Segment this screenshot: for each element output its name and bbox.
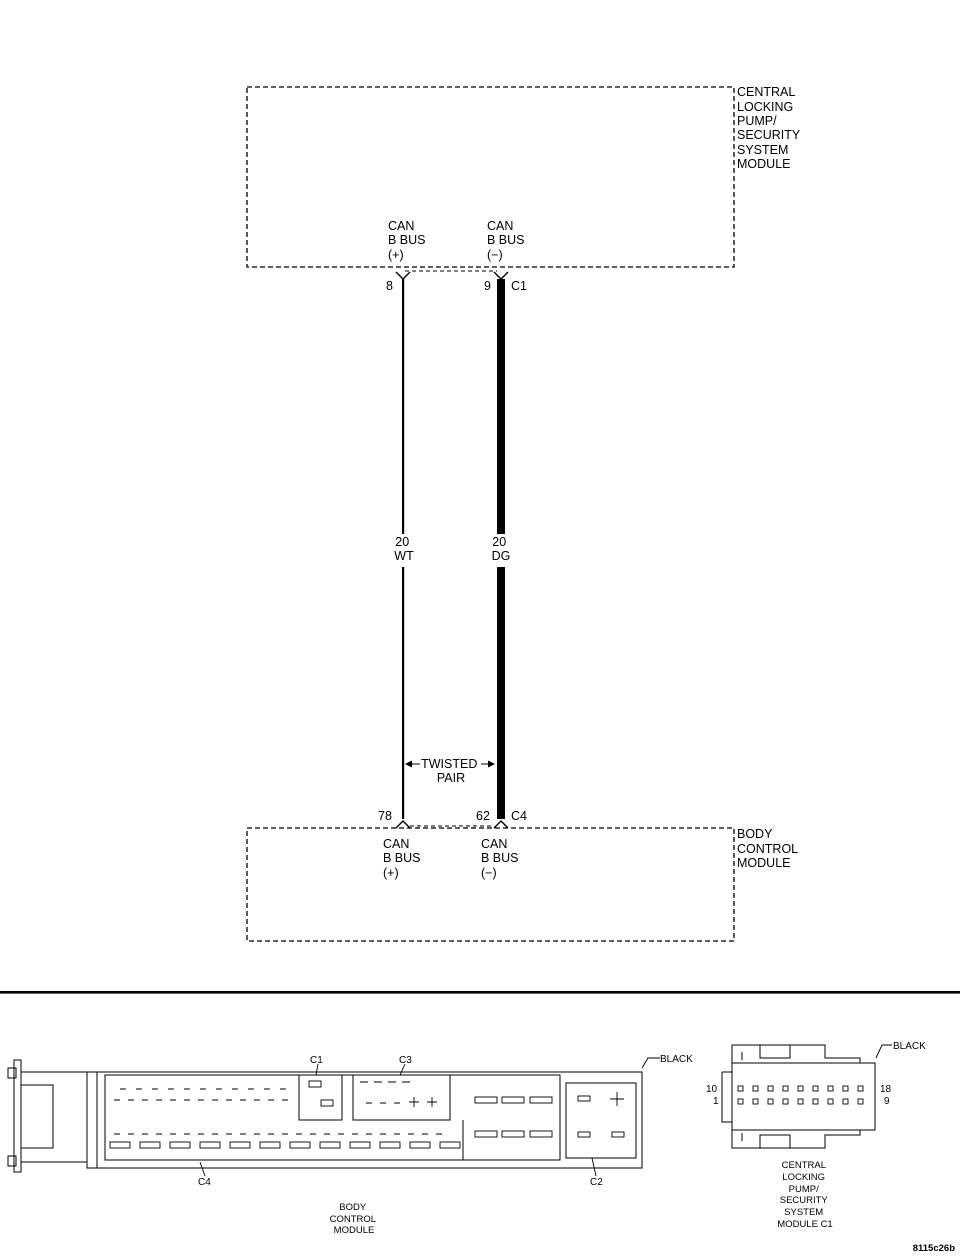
bcm-color-label: BLACK	[660, 1054, 693, 1065]
bcm-leaders	[199, 1057, 660, 1177]
wt-wire-lower	[402, 567, 405, 819]
dg-wire-lower	[497, 567, 505, 819]
section-divider	[0, 991, 960, 994]
top-minus-pin-label: CAN B BUS (−)	[487, 219, 528, 262]
bot-plus-cavity: 78	[378, 809, 392, 823]
clp-leader	[875, 1044, 892, 1059]
bot-plus-pin-label: CAN B BUS (+)	[383, 837, 424, 880]
bot-minus-cavity: 62	[476, 809, 490, 823]
clp-view-title: CENTRAL LOCKING PUMP/ SECURITY SYSTEM MO…	[777, 1160, 832, 1230]
top-connector-id: C1	[511, 279, 527, 293]
top-plus-terminal	[395, 271, 411, 280]
bcm-view-title: BODY CONTROL MODULE	[330, 1202, 379, 1236]
clp-pin-10: 10	[706, 1084, 718, 1095]
wt-wire-label: 20 WT	[394, 535, 414, 563]
top-plus-cavity: 8	[386, 279, 393, 293]
bot-minus-terminal	[493, 820, 509, 829]
top-minus-cavity: 9	[484, 279, 491, 293]
bcm-c3-label: C3	[399, 1055, 412, 1066]
clp-pin-18: 18	[880, 1084, 892, 1095]
clp-pin-9: 9	[884, 1096, 890, 1107]
clp-terminals	[737, 1085, 864, 1105]
clp-pin-1: 1	[713, 1096, 719, 1107]
bot-connector-id: C4	[511, 809, 527, 823]
bcm-c1-label: C1	[310, 1055, 323, 1066]
twisted-pair-arrow	[405, 760, 495, 768]
bot-minus-pin-label: CAN B BUS (−)	[481, 837, 522, 880]
wt-wire-upper	[402, 279, 405, 534]
dg-wire-label: 20 DG	[492, 535, 511, 563]
clp-connector-view	[721, 1044, 876, 1149]
dg-wire-upper	[497, 279, 505, 534]
top-minus-terminal	[493, 271, 509, 280]
bcm-c4-label: C4	[198, 1177, 211, 1188]
figure-id: 8115c26b	[913, 1243, 955, 1254]
clp-color-label: BLACK	[893, 1041, 926, 1052]
bcm-terminals	[109, 1080, 625, 1149]
bcm-connector-view	[7, 1059, 643, 1173]
bot-plus-terminal	[395, 820, 411, 829]
top-plus-pin-label: CAN B BUS (+)	[388, 219, 429, 262]
body-control-module-box	[246, 827, 735, 942]
central-locking-module-box	[246, 86, 735, 268]
central-locking-module-name: CENTRAL LOCKING PUMP/ SECURITY SYSTEM MO…	[737, 85, 803, 171]
bcm-c2-label: C2	[590, 1177, 603, 1188]
body-control-module-name: BODY CONTROL MODULE	[737, 827, 801, 870]
twisted-pair-label: TWISTED PAIR	[421, 757, 481, 785]
